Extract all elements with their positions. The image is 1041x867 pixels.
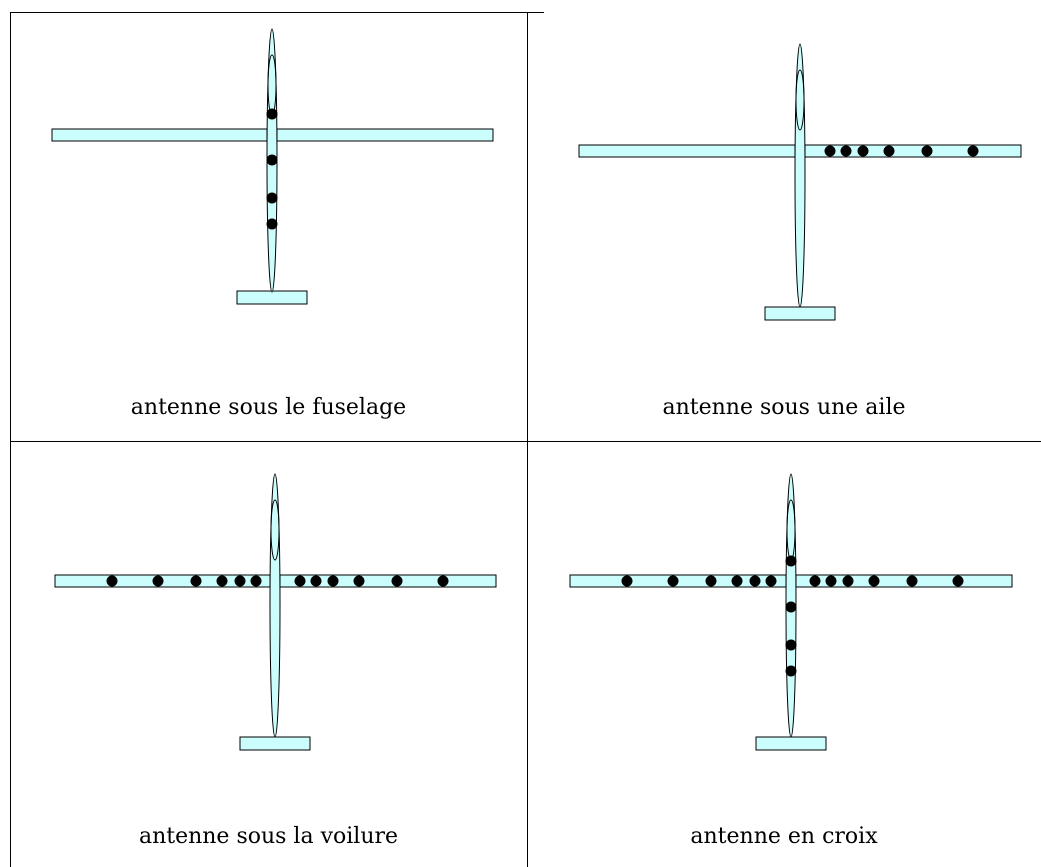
antenna-dot-right-wing-2 [857, 145, 869, 157]
antenna-dot-right-wing-4 [391, 575, 403, 587]
antenna-dot-left-wing-2 [190, 575, 202, 587]
antenna-dot-left-wing-1 [667, 575, 679, 587]
panel-wings: antenne sous la voilure [10, 441, 527, 867]
caption-cross: antenne en croix [690, 824, 878, 849]
panel-one-wing: antenne sous une aile [527, 12, 1041, 441]
antenna-dot-fuselage-1 [785, 601, 797, 613]
antenna-dot-left-wing-3 [216, 575, 228, 587]
antenna-dot-right-wing-5 [967, 145, 979, 157]
aircraft-diagram-fuselage [51, 28, 494, 305]
grid-middle-line [10, 441, 1041, 442]
antenna-dot-right-wing-3 [353, 575, 365, 587]
antenna-dot-left-wing-1 [152, 575, 164, 587]
fuselage [269, 473, 281, 738]
aircraft-diagram-one-wing [578, 43, 1022, 321]
right-wing [804, 144, 1022, 158]
antenna-dot-right-wing-2 [842, 575, 854, 587]
canopy [270, 499, 280, 561]
left-wing [51, 128, 268, 142]
fuselage [794, 43, 806, 308]
tailplane [764, 306, 836, 321]
antenna-dot-fuselage-3 [266, 218, 278, 230]
canopy [795, 69, 805, 131]
tailplane [239, 736, 311, 751]
antenna-dot-left-wing-5 [765, 575, 777, 587]
tailplane [755, 736, 827, 751]
panel-fuselage: antenne sous le fuselage [10, 12, 527, 441]
antenna-dot-left-wing-2 [705, 575, 717, 587]
antenna-dot-right-wing-5 [952, 575, 964, 587]
aircraft-diagram-wings [54, 473, 497, 751]
grid-top-line [10, 12, 544, 13]
grid-center-line [527, 12, 528, 867]
antenna-dot-right-wing-3 [883, 145, 895, 157]
antenna-dot-right-wing-4 [906, 575, 918, 587]
antenna-dot-right-wing-0 [294, 575, 306, 587]
antenna-dot-right-wing-1 [840, 145, 852, 157]
tailplane [236, 290, 308, 305]
antenna-dot-fuselage-0 [266, 108, 278, 120]
antenna-dot-right-wing-4 [921, 145, 933, 157]
antenna-dot-fuselage-0 [785, 555, 797, 567]
antenna-dot-left-wing-0 [106, 575, 118, 587]
right-wing [276, 128, 494, 142]
antenna-dot-fuselage-1 [266, 154, 278, 166]
panel-cross: antenne en croix [527, 441, 1041, 867]
aircraft-diagram-cross [569, 473, 1013, 751]
antenna-dot-left-wing-4 [749, 575, 761, 587]
grid-left-line [10, 12, 11, 867]
antenna-dot-left-wing-0 [621, 575, 633, 587]
antenna-dot-right-wing-0 [809, 575, 821, 587]
antenna-dot-fuselage-2 [785, 639, 797, 651]
antenna-dot-right-wing-3 [868, 575, 880, 587]
antenna-dot-fuselage-2 [266, 192, 278, 204]
antenna-dot-right-wing-1 [825, 575, 837, 587]
caption-fuselage: antenne sous le fuselage [130, 395, 407, 420]
antenna-dot-right-wing-0 [824, 145, 836, 157]
antenna-dot-right-wing-1 [310, 575, 322, 587]
antenna-dot-left-wing-3 [731, 575, 743, 587]
antenna-dot-right-wing-5 [437, 575, 449, 587]
antenna-dot-left-wing-4 [234, 575, 246, 587]
left-wing [578, 144, 796, 158]
caption-wings: antenne sous la voilure [138, 824, 399, 849]
antenna-dot-fuselage-3 [785, 665, 797, 677]
caption-one-wing: antenne sous une aile [662, 395, 906, 420]
antenna-dot-left-wing-5 [250, 575, 262, 587]
antenna-dot-right-wing-2 [327, 575, 339, 587]
